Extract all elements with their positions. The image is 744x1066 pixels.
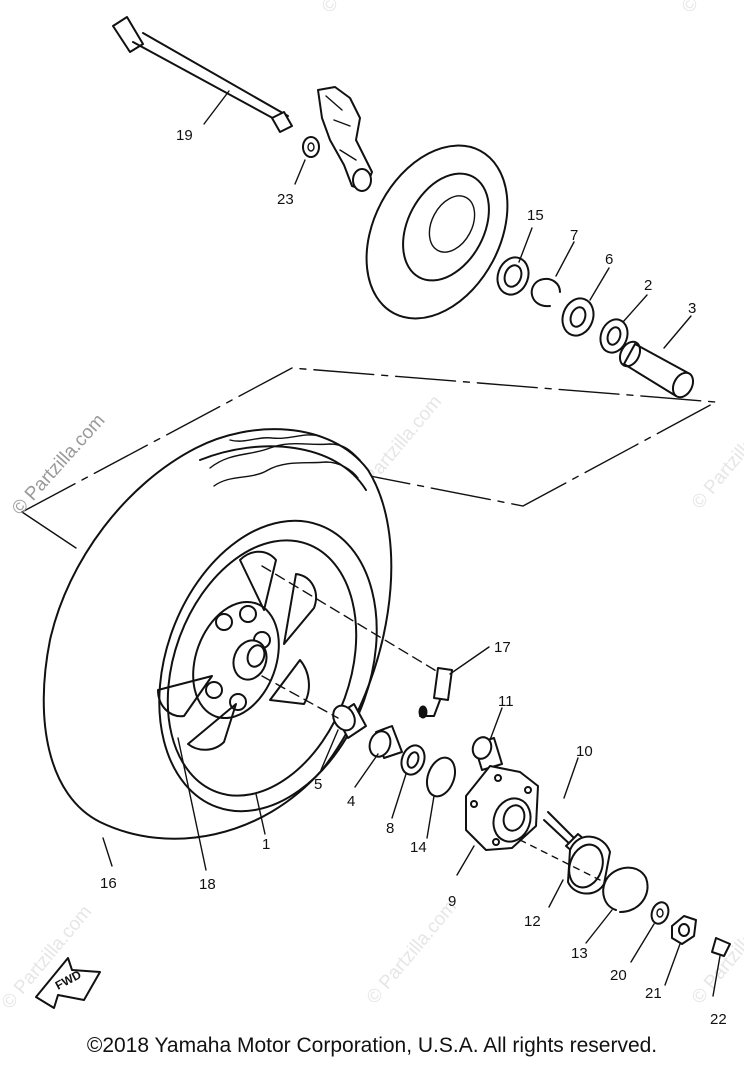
callout-19: 19 xyxy=(176,127,193,144)
callout-12: 12 xyxy=(524,913,541,930)
oil-seal-8 xyxy=(400,744,426,776)
callout-13: 13 xyxy=(571,945,588,962)
wheel-1 xyxy=(157,519,378,813)
caliper-bracket xyxy=(317,86,373,192)
callout-8: 8 xyxy=(386,820,394,837)
forward-arrow: FWD xyxy=(35,957,101,1009)
callout-14: 14 xyxy=(410,839,427,856)
bearing-4 xyxy=(368,725,403,759)
watermark-faint: © Partzilla.com xyxy=(318,0,416,17)
callout-2: 2 xyxy=(644,277,652,294)
cotter-pin-22 xyxy=(711,937,731,957)
callout-11: 11 xyxy=(498,693,514,710)
washer-23 xyxy=(302,136,320,158)
callout-10: 10 xyxy=(576,743,593,760)
callout-16: 16 xyxy=(100,875,117,892)
callout-5: 5 xyxy=(314,776,322,793)
hub-flange-9 xyxy=(465,765,539,851)
callout-17: 17 xyxy=(494,639,511,656)
callout-4: 4 xyxy=(347,793,355,810)
circlip-13 xyxy=(602,866,649,913)
brake-disc xyxy=(365,144,509,320)
washer-20 xyxy=(650,901,670,925)
axle-19 xyxy=(112,16,293,133)
copyright-notice: ©2018 Yamaha Motor Corporation, U.S.A. A… xyxy=(86,1034,658,1057)
watermark-faint: © Partzilla.com xyxy=(678,0,744,17)
callout-21: 21 xyxy=(645,985,662,1002)
callout-6: 6 xyxy=(605,251,613,268)
tire-16 xyxy=(42,428,393,840)
callout-20: 20 xyxy=(610,967,627,984)
leader-lines xyxy=(102,90,721,997)
o-ring-14 xyxy=(425,756,457,798)
collar-5 xyxy=(332,703,367,739)
callout-15: 15 xyxy=(527,207,544,224)
bearing-6 xyxy=(561,297,595,337)
watermark-faint: © Partzilla.com xyxy=(688,402,744,514)
watermark-faint: © Partzilla.com xyxy=(363,897,461,1009)
callout-18: 18 xyxy=(199,876,216,893)
damper-11 xyxy=(471,736,503,771)
callout-23: 23 xyxy=(277,191,294,208)
callout-9: 9 xyxy=(448,893,456,910)
oil-seal-15 xyxy=(496,256,530,296)
callout-7: 7 xyxy=(570,227,578,244)
callout-22: 22 xyxy=(710,1011,727,1028)
bearing-2 xyxy=(599,318,629,354)
nut-21 xyxy=(671,915,697,945)
watermark-main: © Partzilla.com xyxy=(8,410,109,519)
valve-17 xyxy=(418,667,453,719)
callout-3: 3 xyxy=(688,300,696,317)
callout-1: 1 xyxy=(262,836,270,853)
circlip-7 xyxy=(530,278,561,308)
callout-labels: 19 23 15 7 6 2 3 17 11 10 5 4 8 14 9 1 1… xyxy=(100,127,727,1028)
spacer-3 xyxy=(618,340,695,399)
